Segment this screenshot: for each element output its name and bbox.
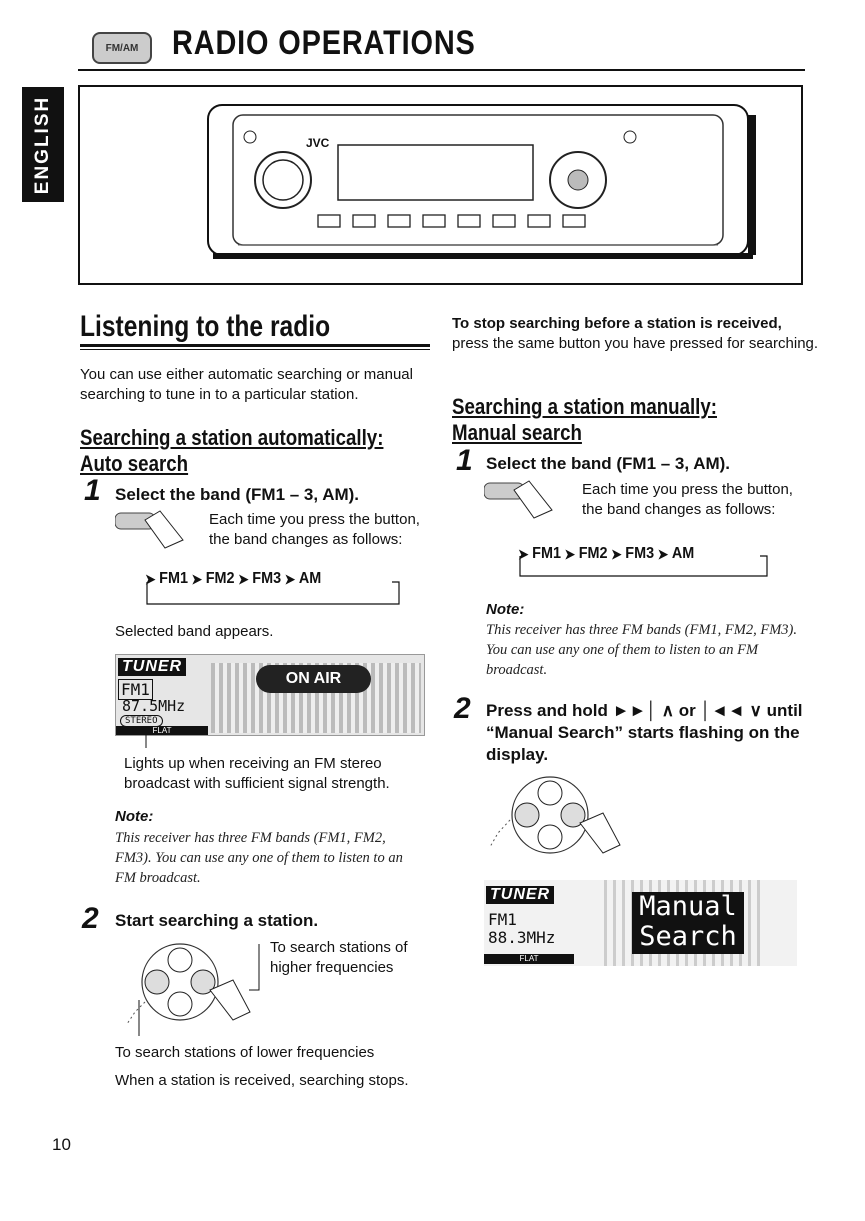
manual-search-panel: Manual Search [632, 892, 744, 954]
fm-am-badge-label: FM/AM [105, 42, 139, 54]
on-air-label: ON AIR [256, 665, 371, 693]
page-title: RADIO OPERATIONS [172, 24, 476, 62]
step-number: 2 [454, 692, 471, 725]
page-number: 10 [52, 1135, 71, 1154]
band-seq-item: FM1 [159, 570, 188, 587]
step-number: 2 [82, 902, 99, 935]
tuner-display: TUNER FM1 88.3MHz FLAT Manual Search [484, 880, 797, 966]
flat-label: FLAT [152, 726, 172, 735]
manual-search-title-line1: Searching a station manually: [452, 394, 717, 419]
tuner-logo: TUNER [486, 886, 555, 904]
fm-am-button-press-icon [115, 510, 184, 549]
lower-pointer-line [138, 1000, 140, 1036]
tuner-logo: TUNER [118, 658, 187, 676]
fm-am-badge: FM/AM [92, 32, 152, 64]
language-tab-label: ENGLISH [32, 95, 54, 194]
stop-search-text: To stop searching before a station is re… [452, 314, 822, 354]
sequence-loop-line [519, 555, 768, 577]
language-tab: ENGLISH [22, 87, 64, 202]
section-title: Listening to the radio [80, 310, 331, 343]
lower-frequency-text: To search stations of lower frequencies [115, 1044, 375, 1061]
station-received-text: When a station is received, searching st… [115, 1072, 409, 1089]
brand-logo: JVC [306, 136, 330, 150]
fm-am-button-press-icon [484, 480, 553, 519]
stop-search-bold: To stop searching before a station is re… [452, 315, 782, 332]
flat-label: FLAT [519, 954, 539, 963]
auto-search-title-line1: Searching a station automatically: [80, 425, 384, 450]
band-change-desc: Each time you press the button, the band… [582, 481, 793, 518]
band-seq-item: FM3 [625, 545, 655, 562]
higher-pointer-line [249, 944, 260, 991]
step-text: Select the band (FM1 – 3, AM). [486, 454, 731, 473]
tuner-display: TUNER FM1 87.5MHz STEREO FLAT ON AIR [115, 654, 425, 736]
band-readout: FM1 [488, 910, 517, 929]
band-seq-item: AM [671, 545, 695, 562]
seek-buttons-icon [489, 776, 621, 854]
band-seq-item: FM2 [578, 545, 608, 562]
auto-search-title-line2: Auto search [80, 451, 189, 476]
auto-search-title: Searching a station automatically: Auto … [80, 425, 403, 477]
band-seq-item: FM3 [252, 570, 282, 587]
note-text: This receiver has three FM bands (FM1, F… [115, 830, 403, 886]
stop-search-rest: press the same button you have pressed f… [452, 335, 819, 352]
section-rule [80, 344, 430, 347]
band-sequence: ➤ FM1➤ FM2➤ FM3➤ AM [145, 570, 322, 587]
note-heading: Note: [486, 601, 525, 618]
band-seq-item: AM [298, 570, 322, 587]
higher-frequency-text: To search stations of higher frequencies [270, 939, 408, 976]
manual-search-title: Searching a station manually: Manual sea… [452, 394, 741, 446]
manual-label: Manual [639, 891, 737, 922]
band-readout: FM1 [118, 679, 153, 700]
car-receiver-illustration: JVC [207, 104, 756, 259]
search-label: Search [639, 921, 737, 952]
flat-indicator: FLAT [484, 954, 574, 964]
band-sequence: ➤ FM1➤ FM2➤ FM3➤ AM [518, 545, 695, 562]
note-heading: Note: [115, 808, 154, 825]
step-text: Start searching a station. [115, 911, 319, 930]
band-seq-item: FM2 [205, 570, 235, 587]
section-rule-thin [80, 349, 430, 350]
frequency-readout: 88.3MHz [488, 928, 556, 947]
header-rule [78, 69, 805, 71]
manual-search-title-line2: Manual search [452, 420, 582, 445]
intro-text: You can use either automatic searching o… [80, 366, 413, 403]
stereo-pointer-line [145, 730, 147, 748]
device-figure-frame: JVC [78, 85, 803, 285]
selected-band-text: Selected band appears. [115, 623, 274, 640]
band-seq-item: FM1 [532, 545, 561, 562]
step-number: 1 [456, 444, 473, 477]
step-number: 1 [84, 474, 101, 507]
band-change-desc: Each time you press the button, the band… [209, 511, 420, 548]
step-text: Press and hold ►►│ ∧ or │◄◄ ∨ until “Man… [486, 701, 803, 764]
flat-indicator: FLAT [116, 726, 208, 735]
frequency-readout: 87.5MHz [122, 697, 186, 715]
step-text: Select the band (FM1 – 3, AM). [115, 485, 360, 504]
lights-up-text: Lights up when receiving an FM stereo br… [124, 755, 390, 792]
sequence-loop-line [146, 581, 400, 605]
seek-buttons-icon [126, 943, 251, 1025]
note-text: This receiver has three FM bands (FM1, F… [486, 622, 798, 678]
